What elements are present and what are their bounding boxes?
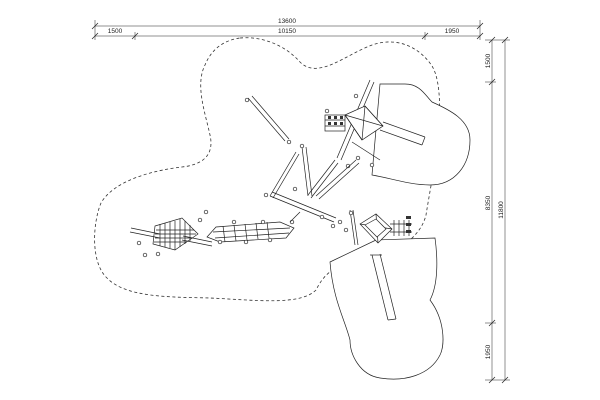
upper-slide-zone: [371, 83, 471, 186]
lower-tower: [330, 209, 412, 321]
left-cabin: [129, 209, 213, 258]
balance-beams: [244, 95, 361, 225]
dim-right-total: 11800: [498, 201, 505, 219]
lower-slide-zone: [329, 237, 444, 380]
dim-right-middle: 8350: [485, 195, 492, 210]
safety-zone-outline: [94, 37, 441, 302]
dim-right-bottom: 1950: [485, 344, 492, 359]
dim-top-left: 1500: [108, 28, 123, 35]
upper-tower: [324, 79, 426, 169]
dim-top-middle: 10150: [278, 28, 296, 35]
dim-right-top: 1500: [485, 53, 492, 68]
right-dimension-chain: 1500 8350 11800 1950: [485, 36, 510, 384]
dim-top-total: 13600: [278, 18, 296, 25]
rope-bridge: [206, 211, 301, 245]
top-dimension-chain: 13600 1500 10150 1950: [91, 18, 484, 40]
dim-top-right: 1950: [445, 28, 460, 35]
